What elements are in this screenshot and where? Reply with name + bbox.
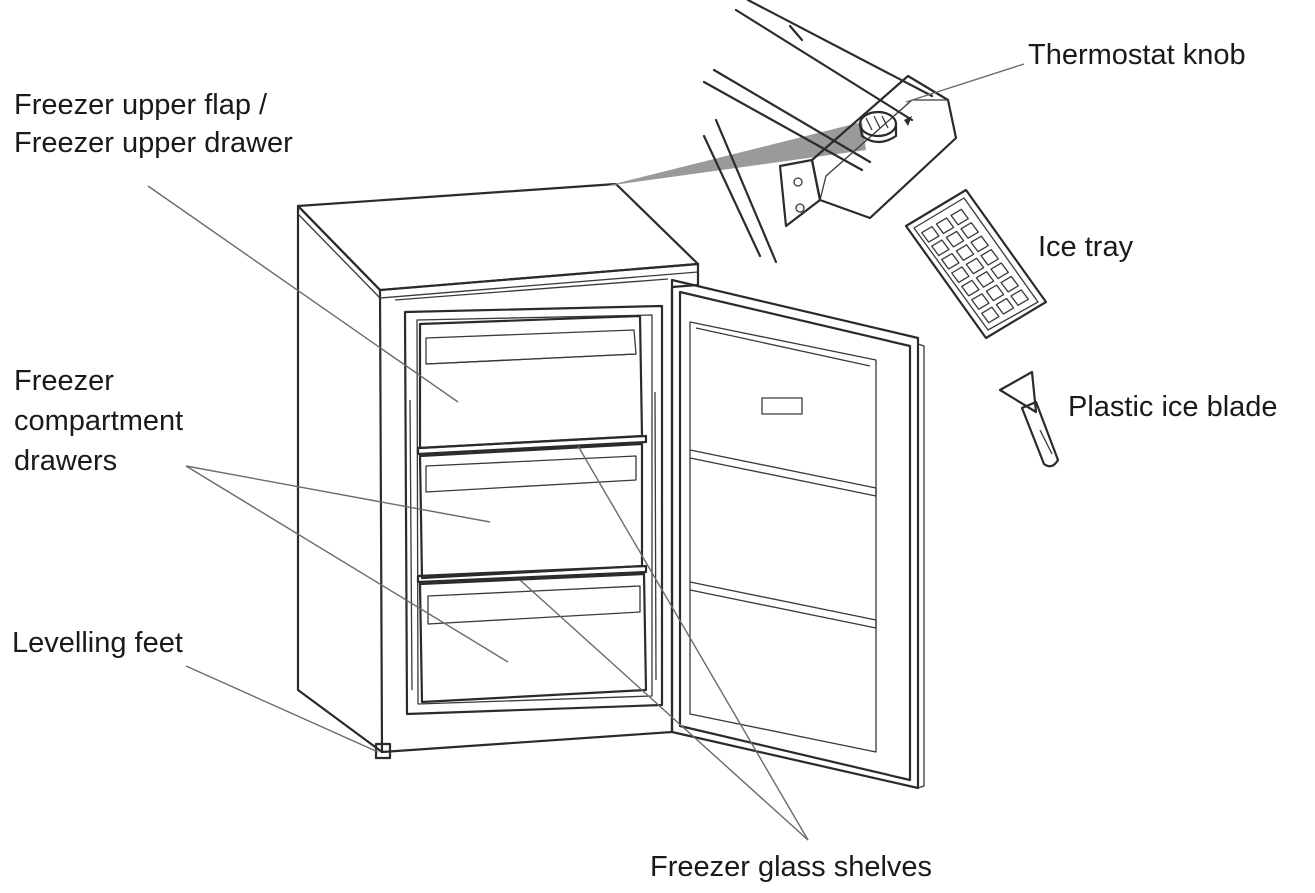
ice-cube-cell [972,294,989,309]
ice-tray-drawing [906,190,1046,338]
label-compartment-line2: compartment [14,402,183,440]
label-glass-shelves: Freezer glass shelves [650,848,932,886]
freezer-cabinet [298,184,924,788]
ice-cube-cell [996,299,1013,314]
inner-liner [405,306,662,714]
label-ice-tray: Ice tray [1038,228,1133,266]
lower-drawer [420,574,646,702]
label-levelling-feet: Levelling feet [12,624,183,662]
ice-cube-cell [966,258,983,273]
ice-cube-cell [946,231,963,246]
ice-cube-cell [952,267,969,282]
ice-cube-cell [961,223,978,238]
ice-cube-cell [942,254,959,269]
ice-cube-cell [922,227,939,242]
freezer-door [672,280,924,788]
leader-levelling-feet [186,666,378,752]
leader-lines [148,64,1024,840]
label-upper-flap-line1: Freezer upper flap / [14,86,267,124]
leader-glass-shelf-1 [578,446,808,840]
door-logo-badge [762,398,802,414]
ice-cube-cell [936,218,953,233]
cabinet-front-frame [380,264,698,752]
ice-blade-drawing [1000,372,1058,466]
cabinet-top [298,184,698,290]
ice-cube-cell [976,272,993,287]
label-compartment-line3: drawers [14,442,117,480]
ice-cube-cell [1001,276,1018,291]
ice-cube-cell [982,307,999,322]
zoom-wedge [606,122,866,186]
upper-drawer [420,316,642,448]
ice-cube-cell [962,280,979,295]
ice-cube-cell [991,263,1008,278]
label-thermostat-knob: Thermostat knob [1028,36,1246,74]
left-rail [410,400,412,690]
leader-glass-shelf-2 [520,580,808,840]
ice-cube-cell [956,245,973,260]
ice-cube-cell [932,240,949,255]
right-rail [655,392,656,680]
ice-cube-cell [1011,290,1028,305]
ice-cube-cell [981,250,998,265]
ice-cube-cell [971,236,988,251]
cabinet-top-edge [298,214,698,298]
label-upper-flap-line2: Freezer upper drawer [14,124,293,162]
inner-liner-back [417,315,652,704]
label-plastic-ice-blade: Plastic ice blade [1068,388,1278,426]
label-compartment-line1: Freezer [14,362,114,400]
frame-top-line [395,279,668,300]
leader-thermostat [906,64,1024,102]
ice-cube-cell [951,209,968,224]
ice-cube-cell [986,285,1003,300]
middle-drawer [420,444,642,578]
